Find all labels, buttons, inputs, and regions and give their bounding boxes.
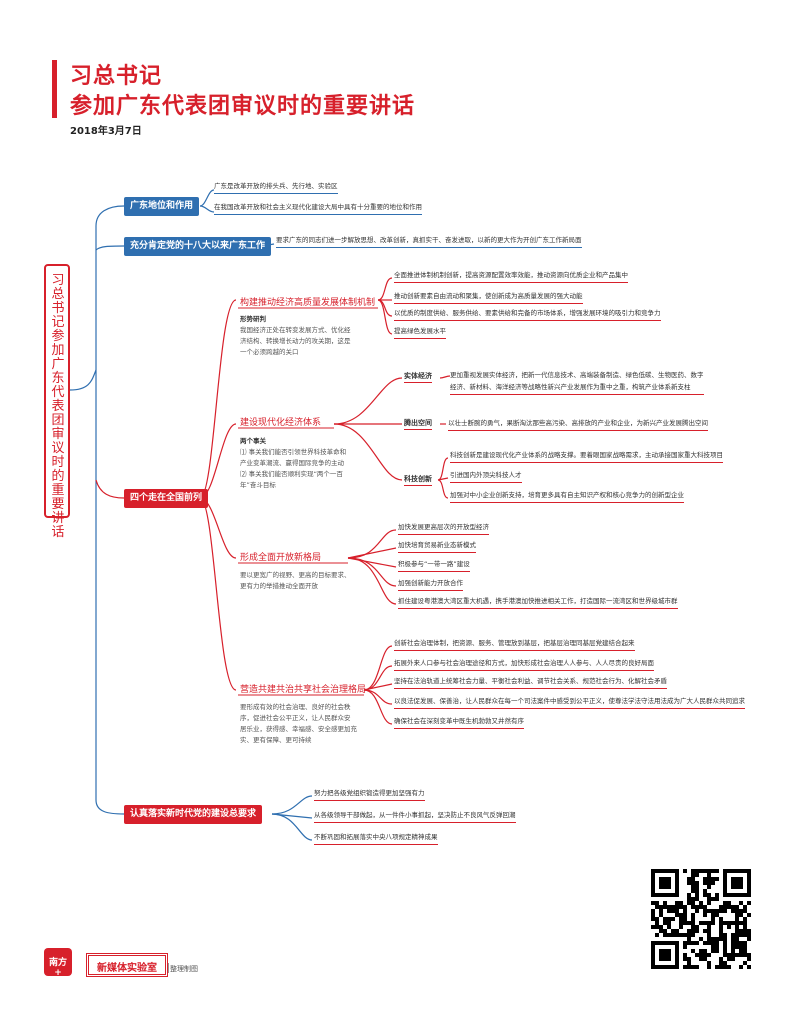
s3-note: 要以更宽广的视野、更高的目标要求、 更有力的举措推动全面开放 (240, 570, 351, 592)
s3-leaf-1: 加快发展更高层次的开放型经济 (398, 523, 489, 535)
s2-real-line: 更加重视发展实体经济，把新一代信息技术、高端装备制造、绿色低碳、生物医药、数字 (450, 371, 704, 379)
title-accent-bar (52, 60, 57, 118)
s1-leaf-4: 提高绿色发展水平 (394, 327, 446, 339)
s3-note-line: 要以更宽广的视野、更高的目标要求、 (240, 571, 351, 579)
s4-leaf-1: 创新社会治理体制，把资源、服务、管理放到基层，把基层治理同基层党建结合起来 (394, 639, 635, 651)
lab-badge-label: 新媒体实验室 (97, 963, 157, 974)
b2-leaf-1: 要求广东的同志们进一步解放思想、改革创新，真抓实干、奋发进取，以新的更大作为开创… (276, 236, 582, 248)
s3-label: 形成全面开放新格局 (240, 553, 322, 563)
s2-note-line: 产业变革潮流、赢得国际竞争的主动 (240, 459, 344, 467)
lab-badge-inner (88, 955, 166, 975)
nanfang-logo-icon (44, 948, 72, 976)
s2-tech-leaf-2: 引进国内外顶尖科技人才 (450, 471, 522, 483)
b1-leaf-1: 广东是改革开放的排头兵、先行地、实验区 (214, 182, 338, 194)
s4-leaf-3: 坚持在法治轨道上统筹社会力量、平衡社会利益、调节社会关系、规范社会行为、化解社会… (394, 677, 667, 689)
s4-note: 要形成有效的社会治理、良好的社会秩 序，促进社会公平正义，让人民群众安 居乐业，… (240, 702, 357, 746)
root-node-label: 习总书记参加广东代表团审议时的重要讲话 (51, 273, 65, 540)
branch-guangdong-status: 广东地位和作用 (124, 197, 200, 216)
s2-space-label: 腾出空间 (404, 418, 432, 430)
s4-leaf-5: 确保社会在深刻变革中既生机勃勃又井然有序 (394, 717, 524, 729)
s3-note-line: 更有力的举措推动全面开放 (240, 582, 318, 590)
s3-leaf-2: 加快培育贸易新业态新模式 (398, 541, 476, 553)
nanfang-logo-text: 南方+ (48, 958, 67, 978)
s2-tech-leaf-1: 科技创新是建设现代化产业体系的战略支撑。要着眼国家战略需求，主动承接国家重大科技… (450, 451, 723, 463)
s1-leaf-2: 推动创新要素自由流动和聚集，使创新成为高质量发展的强大动能 (394, 292, 583, 304)
s4-note-line: 序，促进社会公平正义，让人民群众安 (240, 714, 351, 722)
page-title-line1: 习总书记 (70, 64, 163, 89)
s2-space-text: 以壮士断腕的勇气，果断淘汰那些高污染、高排放的产业和企业，为新兴产业发展腾出空间 (448, 419, 708, 431)
s4-note-line: 居乐业，获得感、幸福感、安全感更加充 (240, 725, 357, 733)
b1-leaf-2: 在我国改革开放和社会主义现代化建设大局中具有十分重要的地位和作用 (214, 203, 422, 215)
s2-note-title: 两个事关 (240, 437, 266, 445)
b4-leaf-3: 不断巩固和拓展落实中央八项规定精神成果 (314, 833, 438, 845)
s3-leaf-5: 抓住建设粤港澳大湾区重大机遇，携手港澳加快推进相关工作，打造国际一流湾区和世界级… (398, 597, 678, 609)
s3-leaf-4: 加强创新能力开放合作 (398, 579, 463, 591)
branch-affirm-work: 充分肯定党的十八大以来广东工作 (124, 237, 272, 256)
s1-note-line: 一个必须跨越的关口 (240, 348, 299, 356)
s1-note-title: 形势研判 (240, 315, 266, 323)
s2-note-line: ⑴ 事关我们能否引领世界科技革命和 (240, 448, 347, 456)
s1-note: 形势研判 我国经济正处在转变发展方式、优化经 济结构、转换增长动力的攻关期，这是… (240, 314, 351, 358)
s1-note-line: 我国经济正处在转变发展方式、优化经 (240, 326, 351, 334)
b4-leaf-1: 努力把各级党组织锻造得更加坚强有力 (314, 789, 425, 801)
s1-note-line: 济结构、转换增长动力的攻关期，这是 (240, 337, 351, 345)
s4-note-line: 要形成有效的社会治理、良好的社会秩 (240, 703, 351, 711)
page-title-line2: 参加广东代表团审议时的重要讲话 (70, 94, 416, 119)
date-label: 2018年3月7日 (70, 126, 142, 137)
footer-separator (168, 963, 169, 973)
branch-four-lead: 四个走在全国前列 (124, 489, 209, 508)
lab-badge-outer (86, 953, 168, 977)
s1-leaf-1: 全面推进体制机制创新，提高资源配置效率效能，推动资源向优质企业和产品集中 (394, 271, 628, 283)
s2-note-line: 年”奋斗目标 (240, 481, 276, 489)
s2-label: 建设现代化经济体系 (240, 418, 322, 428)
s2-real-line: 经济、新材料、海洋经济等战略性新兴产业发展作为重中之重，构筑产业体系新支柱 (450, 383, 704, 395)
s3-leaf-3: 积极参与“一带一路”建设 (398, 560, 470, 572)
s2-real-text: 更加重视发展实体经济，把新一代信息技术、高端装备制造、绿色低碳、生物医药、数字 … (450, 371, 704, 395)
s2-tech-label: 科技创新 (404, 474, 432, 486)
s2-note-line: ⑵ 事关我们能否顺利实现“两个一百 (240, 470, 343, 478)
branch-party-building: 认真落实新时代党的建设总要求 (124, 805, 263, 824)
s4-note-line: 实、更有保障、更可持续 (240, 736, 312, 744)
s2-note: 两个事关 ⑴ 事关我们能否引领世界科技革命和 产业变革潮流、赢得国际竞争的主动 … (240, 436, 346, 491)
s1-label: 构建推动经济高质量发展体制机制 (240, 298, 376, 308)
s1-leaf-3: 以优质的制度供给、服务供给、要素供给和完备的市场体系，增强发展环境的吸引力和竞争… (394, 309, 661, 321)
s4-leaf-2: 拓展外来人口参与社会治理途径和方式，加快形成社会治理人人参与、人人尽责的良好局面 (394, 659, 654, 671)
made-by-label: 整理制图 (170, 965, 198, 973)
qr-code-icon (651, 869, 751, 969)
root-node-box (44, 264, 70, 518)
s4-label: 营造共建共治共享社会治理格局 (240, 685, 367, 695)
s4-leaf-4: 以良法促发展、保善治，让人民群众在每一个司法案件中感受到公平正义，使尊法学法守法… (394, 697, 745, 709)
s2-tech-leaf-3: 加强对中小企业创新支持，培育更多具有自主知识产权和核心竞争力的创新型企业 (450, 491, 684, 503)
b4-leaf-2: 从各级领导干部做起，从一件件小事抓起，坚决防止不良风气反弹回潮 (314, 811, 516, 823)
s2-real-label: 实体经济 (404, 371, 432, 383)
